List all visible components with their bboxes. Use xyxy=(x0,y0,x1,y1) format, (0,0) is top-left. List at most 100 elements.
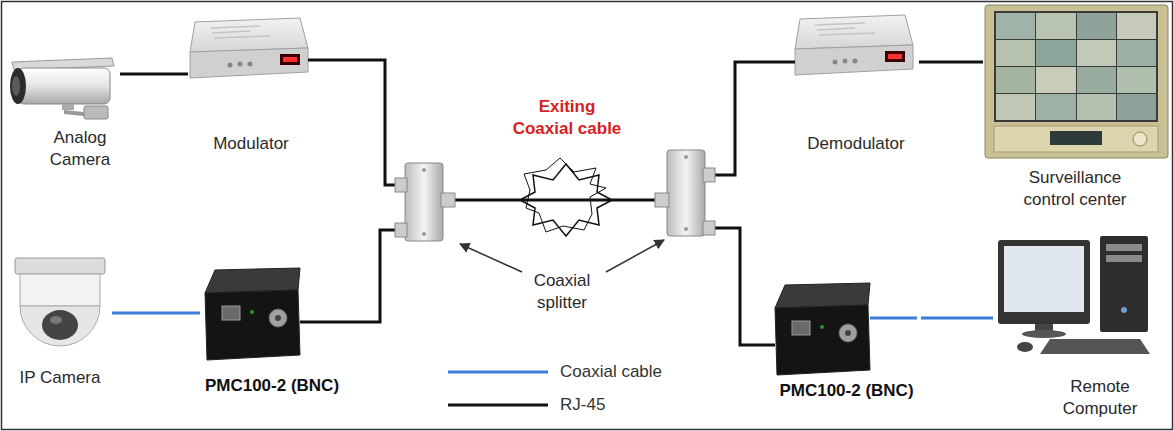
monitor-wall-picture xyxy=(1036,40,1076,66)
monitor-wall-picture xyxy=(1117,94,1156,120)
cable-connector xyxy=(120,73,188,76)
coaxial-splitter-picture xyxy=(684,155,688,159)
computer-picture xyxy=(1106,244,1142,251)
device-label: Analog Camera xyxy=(40,127,120,171)
analog-camera-picture xyxy=(10,58,114,119)
monitor-wall-picture xyxy=(994,126,1158,152)
pmc-converter-picture xyxy=(820,325,824,329)
modulator-picture xyxy=(190,48,308,78)
computer-picture xyxy=(1100,236,1148,332)
splitter-leader-line xyxy=(606,240,664,272)
demodulator-picture xyxy=(888,54,902,59)
computer-picture xyxy=(1022,330,1066,338)
analog-camera-picture xyxy=(84,106,108,119)
monitor-wall-picture xyxy=(985,5,1168,158)
demodulator-picture xyxy=(795,15,913,49)
device-label: PMC100-2 (BNC) xyxy=(772,380,921,402)
coaxial-wire xyxy=(870,317,917,320)
pmc-converter-picture xyxy=(205,290,300,360)
pmc-converter-picture xyxy=(275,315,281,321)
splitter-leader-line xyxy=(460,240,664,272)
modulator-picture xyxy=(238,62,243,67)
cable-connector xyxy=(919,61,983,64)
pmc-converter-picture xyxy=(222,306,240,320)
monitor-wall-picture xyxy=(1117,13,1156,39)
analog-camera-picture xyxy=(64,110,84,116)
coaxial-splitter-picture xyxy=(422,232,426,236)
device-node: Analog Camera xyxy=(8,55,120,171)
coaxial-splitter-picture xyxy=(395,163,455,241)
monitor-wall-picture xyxy=(1077,13,1116,39)
device-node: Remote Computer xyxy=(993,232,1165,420)
legend-row: Coaxial cable xyxy=(448,360,662,384)
device-label: Surveillance control center xyxy=(1005,167,1145,211)
monitor-wall-picture xyxy=(1036,94,1076,120)
legend-text: RJ-45 xyxy=(560,395,605,415)
monitor-wall-picture xyxy=(1050,131,1102,145)
monitor-wall-picture xyxy=(1117,40,1156,66)
pmc-converter-picture xyxy=(775,283,870,375)
device-node: PMC100-2 (BNC) xyxy=(200,265,344,397)
demodulator-picture xyxy=(843,59,848,64)
demodulator-picture xyxy=(795,15,913,75)
monitor-wall-picture xyxy=(1077,40,1116,66)
pmc-converter-picture xyxy=(250,310,254,314)
device-node: PMC100-2 (BNC) xyxy=(772,280,921,402)
modulator-picture xyxy=(280,54,300,65)
pmc-converter-picture xyxy=(775,305,870,375)
device-label: Demodulator xyxy=(793,133,919,155)
monitor-wall-picture xyxy=(1036,13,1076,39)
pmc-converter-picture xyxy=(839,324,857,342)
ip-dome-camera-picture xyxy=(20,306,100,346)
monitor-wall-picture xyxy=(1036,67,1076,93)
demodulator-picture xyxy=(795,45,913,75)
device-label: IP Camera xyxy=(8,367,112,389)
splitter-leader-line xyxy=(460,244,522,272)
coaxial-splitter-picture xyxy=(703,168,715,182)
pmc-converter-picture xyxy=(269,309,287,327)
device-node: IP Camera xyxy=(8,255,112,389)
cable-burst-symbol xyxy=(520,158,612,236)
coaxial-splitter-picture xyxy=(703,221,715,235)
modulator-picture xyxy=(248,62,253,67)
rj45-wire xyxy=(308,60,395,185)
pmc-converter-picture xyxy=(205,268,300,360)
coaxial-splitter-picture xyxy=(667,150,705,236)
coaxial-wire xyxy=(870,317,917,320)
splitter-callout: Coaxial splitter xyxy=(512,270,612,314)
monitor-wall-picture xyxy=(996,40,1035,66)
device-node: Surveillance control center xyxy=(983,5,1167,211)
monitor-wall-picture xyxy=(996,67,1035,93)
pmc-converter-picture xyxy=(845,330,851,336)
modulator-picture xyxy=(210,26,270,38)
coaxial-splitter-picture xyxy=(441,193,455,207)
ip-dome-camera-picture xyxy=(15,258,105,274)
device-label: Modulator xyxy=(188,133,314,155)
monitor-wall-picture xyxy=(1117,67,1156,93)
modulator-picture xyxy=(190,18,308,78)
modulator-picture xyxy=(283,57,297,62)
cable-connector xyxy=(921,317,993,320)
ip-dome-camera-picture xyxy=(42,310,78,340)
coaxial-splitter-picture xyxy=(395,178,407,192)
cable-connector xyxy=(112,312,200,315)
connector-layer xyxy=(112,62,993,318)
legend-text: Coaxial cable xyxy=(560,362,662,382)
pmc-converter-picture xyxy=(775,283,870,308)
monitor-wall-picture xyxy=(994,11,1158,122)
rj45-wire xyxy=(715,62,795,175)
device-label: PMC100-2 (BNC) xyxy=(200,375,344,397)
demodulator-picture xyxy=(833,60,838,65)
coaxial-splitter-picture xyxy=(405,163,443,241)
existing-coaxial-wire xyxy=(455,199,655,202)
analog-camera-picture xyxy=(62,104,74,110)
computer-picture xyxy=(1017,342,1033,352)
device-label: Remote Computer xyxy=(1055,376,1145,420)
device-node: Modulator xyxy=(188,15,314,155)
rj45-wire xyxy=(715,228,775,345)
monitor-wall-picture xyxy=(996,94,1035,120)
computer-picture xyxy=(1004,246,1084,312)
pmc-converter-picture xyxy=(205,268,300,293)
rj45-wire xyxy=(300,60,795,345)
